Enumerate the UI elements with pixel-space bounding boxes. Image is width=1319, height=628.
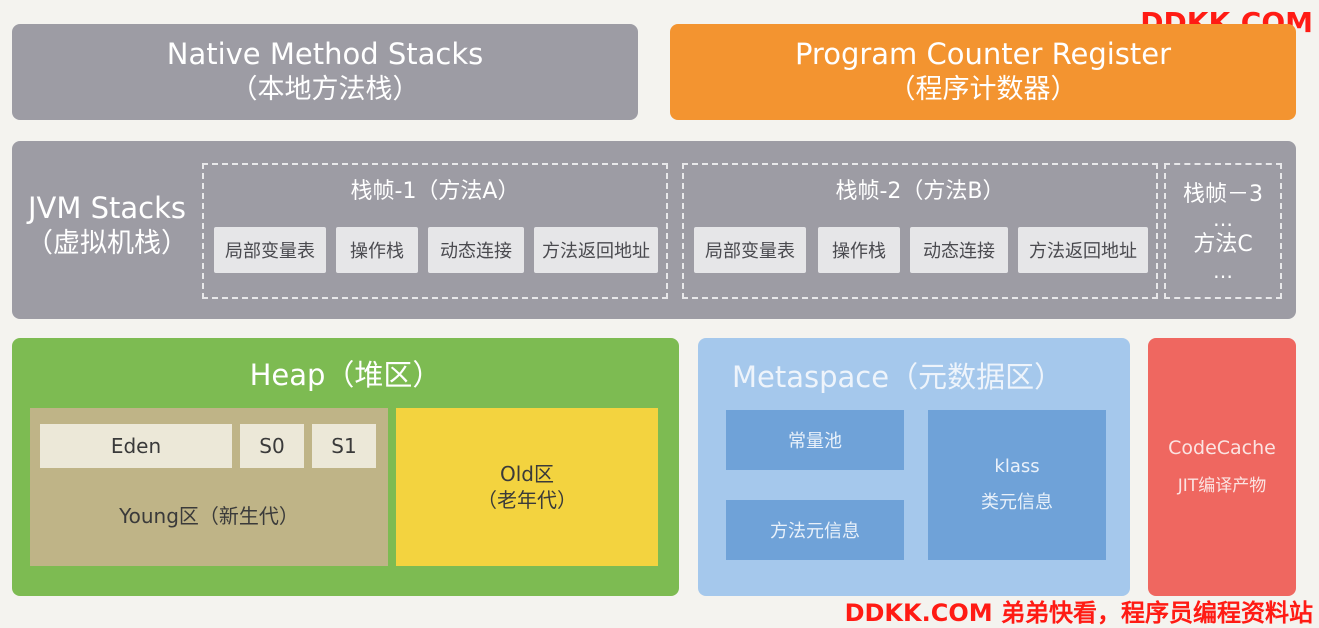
young-generation: Eden S0 S1 Young区（新生代） [30, 408, 388, 566]
pc-title: Program Counter Register [794, 37, 1172, 71]
method-metadata: 方法元信息 [726, 500, 904, 560]
metaspace-title: Metaspace（元数据区） [732, 360, 1064, 394]
program-counter-panel: Program Counter Register （程序计数器） [670, 24, 1296, 120]
stack-frame-1-title: 栈帧-1（方法A） [350, 179, 520, 204]
pc-subtitle: （程序计数器） [888, 74, 1078, 105]
stack-frame-3: 栈帧－3 … 方法C … [1164, 163, 1282, 299]
jvm-title: JVM Stacks [27, 191, 187, 225]
codecache-subtitle: JIT编译产物 [1177, 476, 1267, 496]
native-subtitle: （本地方法栈） [230, 74, 420, 105]
stack-frame-3-dots-bottom: … [1213, 259, 1233, 283]
frame-1-local-vars: 局部变量表 [214, 227, 326, 273]
old-label: Old区 [500, 462, 554, 486]
klass-box: klass 类元信息 [928, 410, 1106, 560]
eden-space: Eden [40, 424, 232, 468]
jvm-label: JVM Stacks （虚拟机栈） [12, 181, 202, 271]
constant-pool: 常量池 [726, 410, 904, 470]
stack-frame-3-dots-top: … [1213, 207, 1233, 231]
native-title: Native Method Stacks [166, 37, 484, 71]
frame-1-return-address: 方法返回地址 [534, 227, 658, 273]
stack-frame-2: 栈帧-2（方法B） 局部变量表 操作栈 动态连接 方法返回地址 [682, 163, 1158, 299]
old-generation: Old区 （老年代） [396, 408, 658, 566]
codecache-title: CodeCache [1168, 437, 1276, 459]
survivor-s1: S1 [312, 424, 376, 468]
frame-1-operand-stack: 操作栈 [336, 227, 418, 273]
heap-title: Heap（堆区） [249, 358, 442, 392]
metaspace-panel: Metaspace（元数据区） 常量池 方法元信息 klass 类元信息 [698, 338, 1130, 596]
native-method-stacks-panel: Native Method Stacks （本地方法栈） [12, 24, 638, 120]
stack-frame-2-title: 栈帧-2（方法B） [835, 179, 1005, 204]
old-sublabel: （老年代） [477, 488, 577, 512]
klass-label: klass [994, 456, 1040, 477]
frame-2-operand-stack: 操作栈 [818, 227, 900, 273]
survivor-s0: S0 [240, 424, 304, 468]
jvm-subtitle: （虚拟机栈） [26, 228, 188, 259]
codecache-panel: CodeCache JIT编译产物 [1148, 338, 1296, 596]
class-metadata-label: 类元信息 [981, 492, 1053, 513]
stack-frame-3-title: 栈帧－3 [1183, 182, 1263, 207]
watermark-bottom: DDKK.COM 弟弟快看，程序员编程资料站 [844, 599, 1313, 627]
jvm-stacks-panel: JVM Stacks （虚拟机栈） 栈帧-1（方法A） 局部变量表 操作栈 动态… [12, 141, 1296, 319]
frame-1-dynamic-link: 动态连接 [428, 227, 524, 273]
stack-frame-1: 栈帧-1（方法A） 局部变量表 操作栈 动态连接 方法返回地址 [202, 163, 668, 299]
frame-2-local-vars: 局部变量表 [694, 227, 806, 273]
frame-2-dynamic-link: 动态连接 [910, 227, 1008, 273]
young-label: Young区（新生代） [119, 504, 299, 528]
heap-panel: Heap（堆区） Eden S0 S1 Young区（新生代） Old区 （老年… [12, 338, 679, 596]
frame-2-return-address: 方法返回地址 [1018, 227, 1148, 273]
stack-frame-3-method: 方法C [1193, 232, 1253, 257]
